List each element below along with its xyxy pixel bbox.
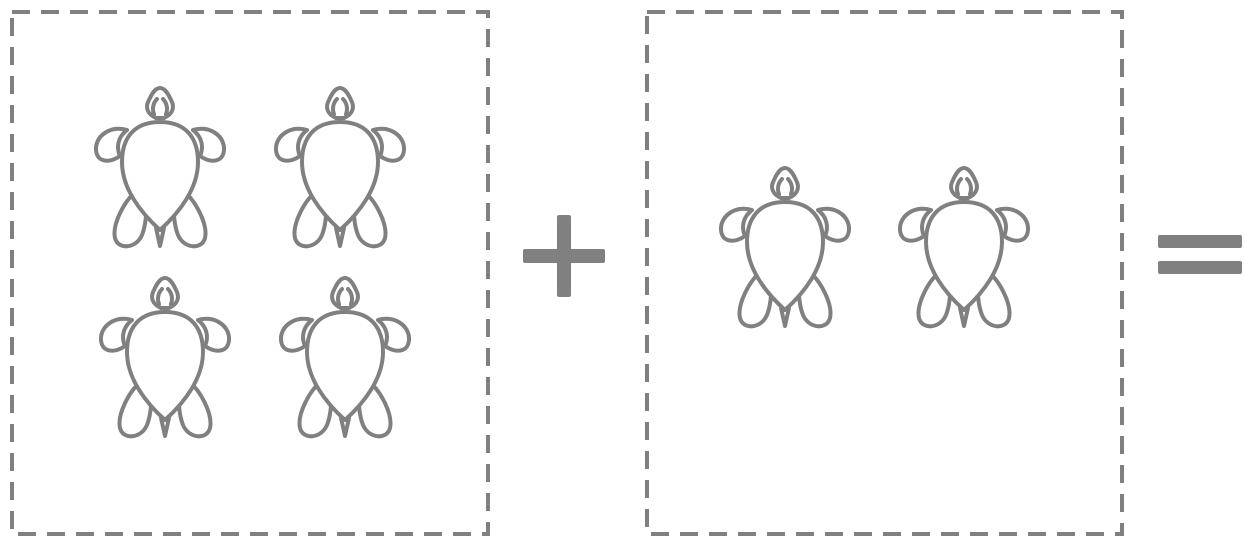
turtle-icon [273, 86, 407, 249]
turtle-icon [897, 166, 1031, 329]
plus-icon [523, 215, 605, 297]
turtle-icon [93, 86, 227, 249]
right-group-box [645, 10, 1124, 536]
turtle-icon [98, 276, 232, 439]
left-group-box [10, 10, 490, 536]
equals-icon [1158, 235, 1242, 274]
turtle-icon [718, 166, 852, 329]
turtle-icon [278, 276, 412, 439]
